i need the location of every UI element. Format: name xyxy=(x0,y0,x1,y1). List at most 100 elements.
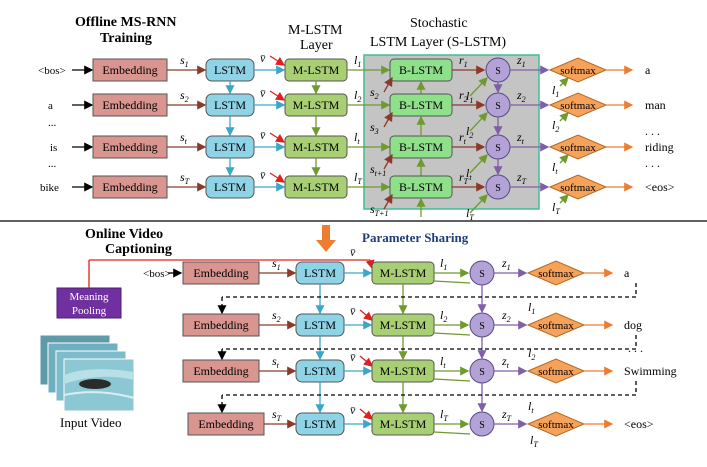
bottom-out-l-label: lt xyxy=(528,399,534,415)
bottom-v-top-label: v̄ xyxy=(350,245,356,259)
bottom-mlstm-label: M-LSTM xyxy=(380,364,427,378)
top-out-l-label: l2 xyxy=(552,118,559,134)
bottom-l-label: l1 xyxy=(440,256,447,272)
v-arrow xyxy=(269,90,286,101)
top-v-label: v̄ xyxy=(260,51,266,65)
top-out-l-label: l1 xyxy=(552,83,559,99)
v-arrow xyxy=(269,55,286,66)
top-s-node-label: S xyxy=(495,143,501,154)
l-to-s-arrow xyxy=(469,154,488,174)
bottom-mlstm-label: M-LSTM xyxy=(380,266,427,280)
v-arrow xyxy=(269,132,286,143)
top-between-s-label: s2 xyxy=(370,85,379,101)
bottom-l-label: l2 xyxy=(440,308,447,324)
bottom-l-label: lt xyxy=(440,354,446,370)
bottom-s-label: st xyxy=(272,354,280,370)
out-l-arrow xyxy=(559,77,569,87)
bottom-v-label: v̄ xyxy=(350,304,356,318)
bottom-softmax-label: softmax xyxy=(538,366,574,378)
bottom-s-label: s1 xyxy=(272,256,281,272)
b-mlstm-s-diag xyxy=(433,431,471,435)
top-output-word: a xyxy=(645,63,651,77)
top-embedding-label: Embedding xyxy=(102,180,157,194)
top-l-label: lt xyxy=(354,130,360,146)
bottom-softmax-label: softmax xyxy=(538,419,574,431)
top-r-label: r1 xyxy=(459,53,468,69)
top-lstm-label: LSTM xyxy=(214,140,246,154)
top-blstm-label: B-LSTM xyxy=(399,180,443,194)
top-between-s-label: s3 xyxy=(370,120,379,136)
l-to-s-arrow xyxy=(469,112,488,132)
bottom-s-node-label: S xyxy=(479,420,485,431)
top-blstm-label: B-LSTM xyxy=(399,98,443,112)
top-z-label: zt xyxy=(516,130,525,146)
top-out-l-label: lT xyxy=(552,200,560,216)
top-s-label: s1 xyxy=(180,53,189,69)
bottom-embedding-label: Embedding xyxy=(198,417,253,431)
bottom-title-line2: Captioning xyxy=(105,242,172,257)
top-blstm-label: B-LSTM xyxy=(399,140,443,154)
b-v-arrow xyxy=(359,309,373,321)
b-v-arrow xyxy=(359,408,373,420)
top-v-label: v̄ xyxy=(260,86,266,100)
between-s-arrow xyxy=(383,76,393,93)
top-s-node-label: S xyxy=(495,101,501,112)
top-l-label: lT xyxy=(354,170,362,186)
top-word-ellipsis: . . . xyxy=(645,124,660,138)
top-v-label: v̄ xyxy=(260,168,266,182)
top-output-word: man xyxy=(645,98,666,112)
top-input-ellipsis: ... xyxy=(48,117,57,129)
slstm-header-line2: LSTM Layer (S-LSTM) xyxy=(370,35,506,50)
bottom-out-l-label: l1 xyxy=(528,300,535,316)
top-v-label: v̄ xyxy=(260,128,266,142)
bottom-word-ellipsis: . . . xyxy=(628,341,643,355)
top-between-s-label: st+1 xyxy=(370,162,386,178)
bottom-out-l-label: l2 xyxy=(528,346,535,362)
bottom-lstm-label: LSTM xyxy=(304,266,336,280)
top-s-label: s2 xyxy=(180,88,189,104)
parameter-sharing-arrow xyxy=(316,225,336,252)
top-lstm-label: LSTM xyxy=(214,63,246,77)
bottom-s-node-label: S xyxy=(479,269,485,280)
b-v-arrow xyxy=(359,355,373,367)
top-l-label: l1 xyxy=(354,53,361,69)
top-s-node-label: S xyxy=(495,66,501,77)
top-row-input: is xyxy=(50,142,57,154)
top-softmax-label: softmax xyxy=(560,182,596,194)
top-embedding-label: Embedding xyxy=(102,63,157,77)
between-s-arrow xyxy=(383,111,393,128)
top-softmax-label: softmax xyxy=(560,100,596,112)
l-to-s-arrow xyxy=(469,194,488,214)
bottom-last-l-label: lT xyxy=(530,433,538,449)
top-s-label: st xyxy=(180,130,188,146)
top-r-label: rT xyxy=(459,170,469,186)
top-r-label: r2 xyxy=(459,88,468,104)
top-z-label: z2 xyxy=(516,88,526,104)
top-embedding-label: Embedding xyxy=(102,98,157,112)
b-mlstm-s-diag xyxy=(433,332,471,336)
top-blstm-label: B-LSTM xyxy=(399,63,443,77)
input-video-frames xyxy=(39,334,135,412)
top-mlstm-label: M-LSTM xyxy=(293,63,340,77)
bottom-embedding-label: Embedding xyxy=(193,318,248,332)
bottom-z-label: zt xyxy=(501,354,510,370)
meaning-pooling-box xyxy=(56,287,122,319)
bottom-s-node-label: S xyxy=(479,321,485,332)
b-mlstm-s-diag xyxy=(433,378,471,382)
top-output-word: riding xyxy=(645,140,674,154)
top-between-l-label: l1 xyxy=(466,89,473,105)
bottom-z-label: zT xyxy=(501,407,512,423)
top-lstm-label: LSTM xyxy=(214,98,246,112)
top-input-ellipsis: ... xyxy=(48,158,57,170)
top-output-word: <eos> xyxy=(645,180,675,194)
bottom-softmax-label: softmax xyxy=(538,320,574,332)
bottom-softmax-label: softmax xyxy=(538,268,574,280)
top-row-input: <bos> xyxy=(38,65,66,77)
top-title-line1: Offline MS-RNN xyxy=(75,15,177,30)
